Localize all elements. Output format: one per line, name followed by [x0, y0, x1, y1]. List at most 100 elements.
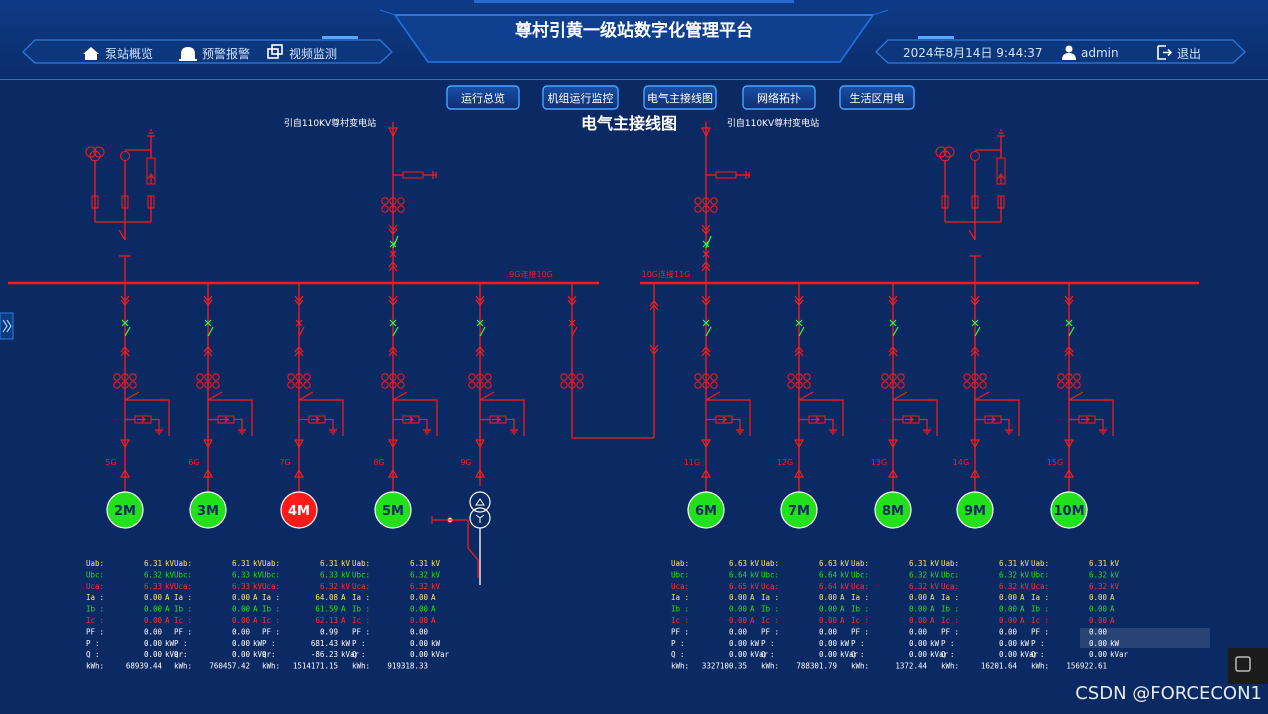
breaker-x-icon	[389, 319, 397, 327]
motor-status-indicator	[374, 491, 412, 529]
connector-icon	[203, 346, 213, 357]
measure-label: PF :	[174, 627, 192, 636]
measure-value: 0.00	[144, 639, 163, 648]
motor-status-indicator	[1050, 491, 1088, 529]
nav-home-label: 泵站概览	[105, 46, 153, 61]
blur-overlay	[1080, 628, 1210, 648]
measure-label: Ic :	[262, 616, 280, 625]
connector-icon	[649, 300, 659, 311]
connector-icon	[388, 295, 398, 306]
measure-value: 6.32	[144, 570, 162, 579]
measure-value: 0.00	[144, 605, 163, 614]
motor-4M[interactable]: 4M	[280, 491, 318, 529]
connector-icon	[294, 346, 304, 357]
connector-icon	[388, 261, 398, 272]
motor-3M[interactable]: 3M	[189, 491, 227, 529]
feeder-id: 7G	[279, 458, 290, 467]
measure-value: 0.00	[1089, 605, 1108, 614]
measure-label: kWh:	[761, 662, 779, 671]
measure-unit: A	[1110, 616, 1115, 625]
feeder-id: 12G	[777, 458, 793, 467]
motor-status-indicator	[687, 491, 725, 529]
motor-label: 4M	[288, 504, 310, 519]
motor-2M[interactable]: 2M	[106, 491, 144, 529]
nav-alarm[interactable]: 预警报警	[179, 46, 250, 61]
nav-video[interactable]: 视频监测	[267, 44, 337, 61]
measure-unit: kV	[431, 582, 441, 591]
measure-value: 0.00	[729, 627, 748, 636]
motor-status-indicator	[280, 491, 318, 529]
measure-label: kWh:	[1031, 662, 1049, 671]
measure-label: Ubc:	[352, 570, 370, 579]
measure-value: 0.00	[232, 616, 251, 625]
measure-value: 0.00	[999, 593, 1018, 602]
ct-group-icon	[1057, 373, 1081, 389]
measure-unit: A	[165, 605, 170, 614]
connector-icon	[888, 346, 898, 357]
motor-9M[interactable]: 9M	[956, 491, 994, 529]
measure-value: 6.31	[1089, 559, 1107, 568]
measure-label: Ubc:	[174, 570, 192, 579]
measure-unit: kVar	[750, 650, 769, 659]
measure-value: 0.00	[909, 627, 928, 636]
motor-5M[interactable]: 5M	[374, 491, 412, 529]
measure-label: Ib :	[262, 605, 280, 614]
measure-label: kWh:	[941, 662, 959, 671]
measure-value: 156922.61	[1066, 662, 1107, 671]
home-icon	[83, 47, 99, 60]
measure-label: kWh:	[174, 662, 192, 671]
connector-icon	[475, 295, 485, 306]
motor-8M[interactable]: 8M	[874, 491, 912, 529]
ct-group-icon	[881, 373, 905, 389]
measure-unit: kV	[1020, 559, 1030, 568]
sidebar-toggle[interactable]	[0, 312, 14, 340]
measure-unit: kV	[750, 570, 760, 579]
logout-icon	[1157, 45, 1173, 60]
measure-value: 61.59	[315, 605, 338, 614]
measure-label: Ic :	[352, 616, 370, 625]
measure-value: 0.00	[909, 605, 928, 614]
measure-value: 760457.42	[209, 662, 250, 671]
tab-0[interactable]: 运行总览	[446, 85, 520, 110]
ct-group-icon	[560, 373, 584, 389]
incoming-left	[381, 122, 437, 283]
measure-label: Ib :	[851, 605, 869, 614]
motor-status-indicator	[956, 491, 994, 529]
nav-home[interactable]: 泵站概览	[83, 46, 153, 61]
tab-2[interactable]: 电气主接线图	[643, 85, 717, 110]
measure-value: 6.33	[232, 570, 250, 579]
connector-icon	[701, 261, 711, 272]
user-menu[interactable]: admin	[1062, 45, 1119, 61]
measure-value: 0.00	[144, 593, 163, 602]
tab-1[interactable]: 机组运行监控	[542, 85, 619, 110]
measure-unit: A	[165, 616, 170, 625]
datetime: 2024年8月14日 9:44:37	[903, 46, 1043, 60]
measure-value: 62.13	[315, 616, 338, 625]
measure-value: 6.33	[320, 570, 338, 579]
measure-label: Ia :	[851, 593, 869, 602]
measure-unit: A	[930, 605, 935, 614]
measure-label: Uab:	[86, 559, 104, 568]
measure-value: 6.64	[819, 582, 838, 591]
connector-icon	[970, 295, 980, 306]
measure-label: P :	[262, 639, 276, 648]
floating-widget[interactable]	[1228, 648, 1268, 684]
motor-6M[interactable]: 6M	[687, 491, 725, 529]
tab-4[interactable]: 生活区用电	[839, 85, 915, 110]
motor-10M[interactable]: 10M	[1050, 491, 1088, 529]
motor-7M[interactable]: 7M	[780, 491, 818, 529]
widget-icon	[1235, 656, 1251, 672]
measure-unit: kVar	[165, 650, 184, 659]
measure-label: Ia :	[671, 593, 689, 602]
tab-3[interactable]: 网络拓扑	[742, 85, 816, 110]
connector-icon	[294, 295, 304, 306]
measure-unit: A	[930, 593, 935, 602]
feeder-id: 9G	[460, 458, 471, 467]
page-title: 尊村引黄一级站数字化管理平台	[515, 20, 753, 41]
measure-value: 0.00	[999, 627, 1018, 636]
logout-button[interactable]: 退出	[1157, 45, 1201, 61]
